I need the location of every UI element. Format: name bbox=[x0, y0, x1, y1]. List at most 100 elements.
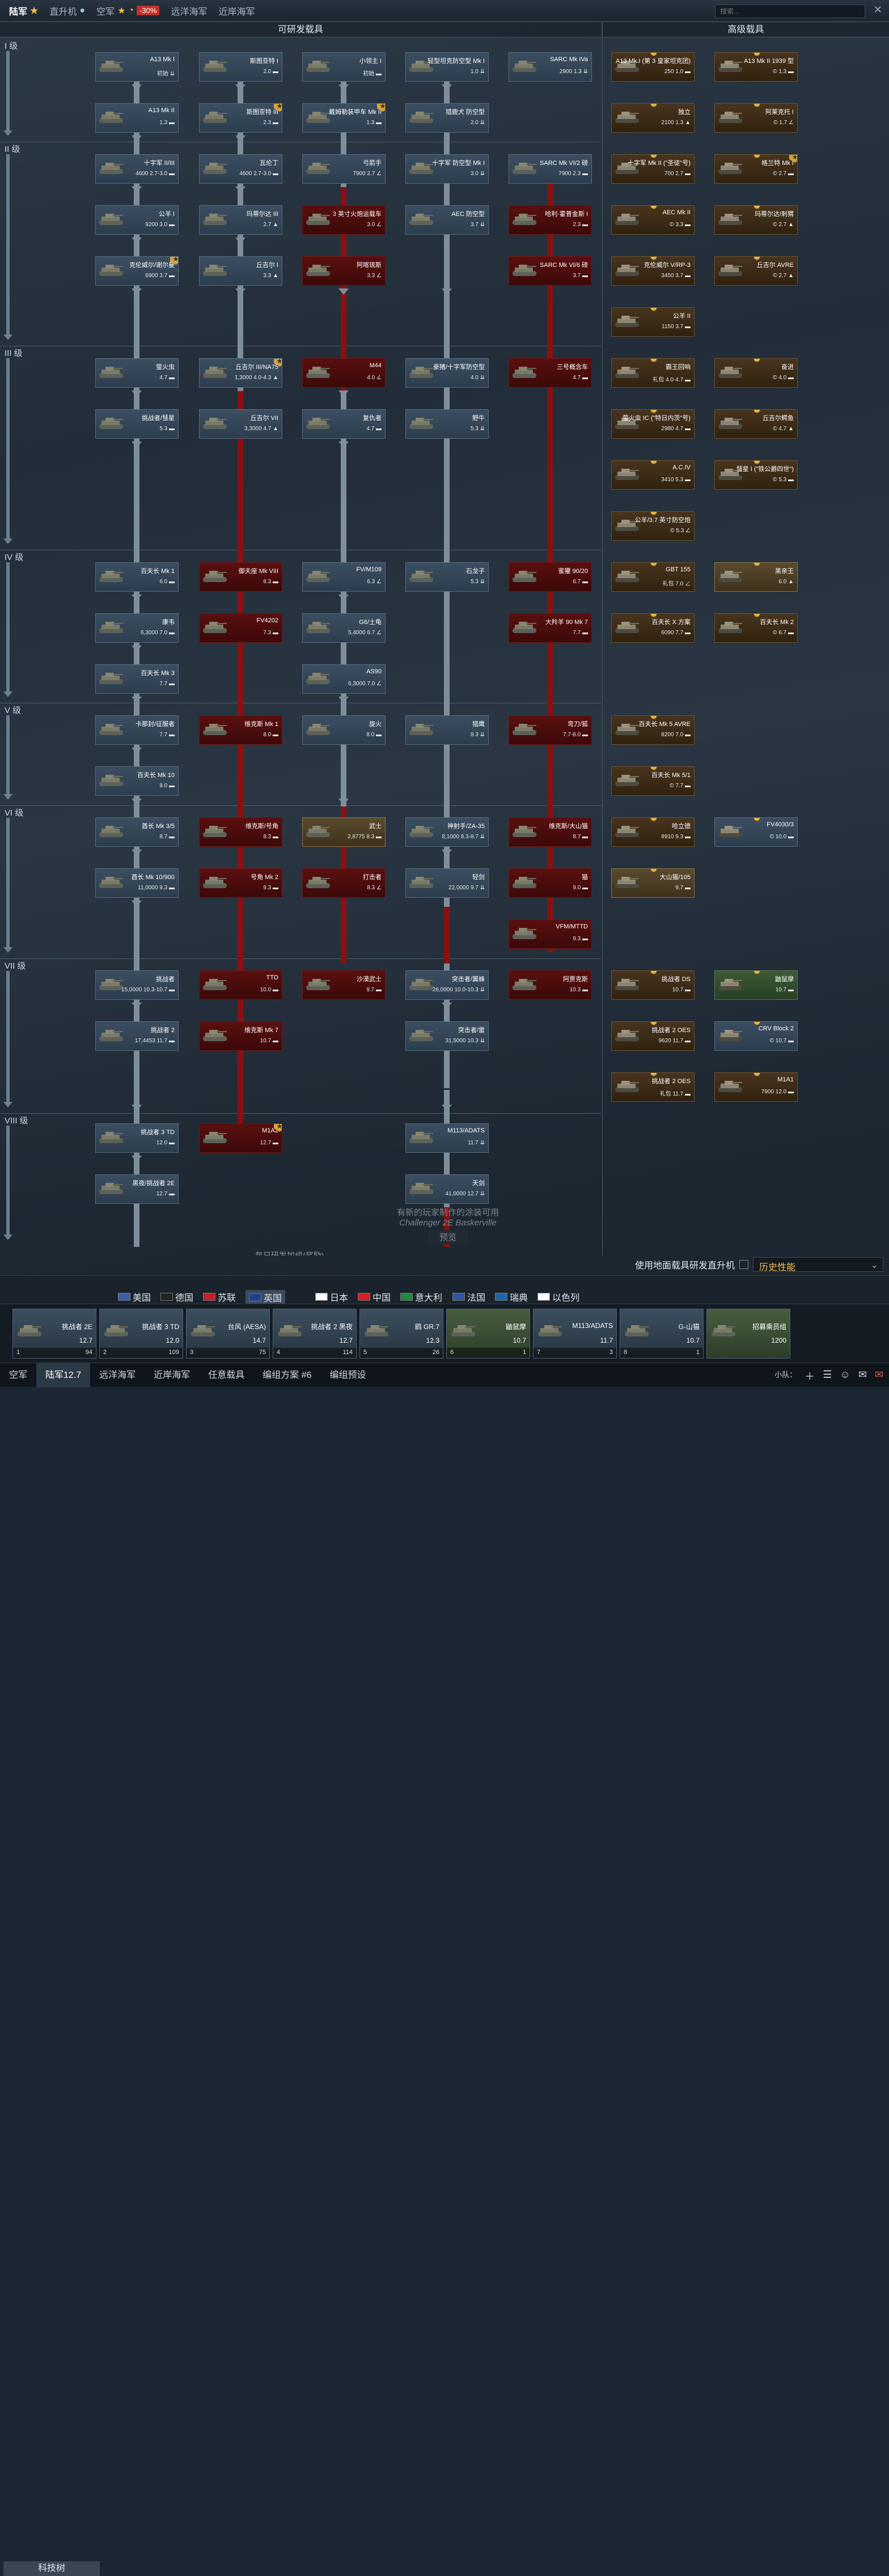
list-icon[interactable]: ☰ bbox=[823, 1369, 832, 1380]
vehicle-card[interactable]: 十字军 Mk II ("圣徒"号)700 2.7 ▬ bbox=[611, 154, 695, 184]
bottom-tab[interactable]: 近岸海军 bbox=[145, 1363, 199, 1387]
vehicle-card[interactable]: 格兰特 Mk I© 2.7 ▬★ bbox=[714, 154, 798, 184]
nation-tab[interactable]: 德国 bbox=[160, 1290, 193, 1304]
nation-tab[interactable]: 以色列 bbox=[537, 1290, 579, 1304]
nation-tab[interactable]: 法国 bbox=[452, 1290, 485, 1304]
techtree-button[interactable]: 科技树 bbox=[3, 2561, 100, 2576]
nation-tab[interactable]: 瑞典 bbox=[495, 1290, 528, 1304]
bottom-tab[interactable]: 编组预设 bbox=[320, 1363, 375, 1387]
vehicle-card[interactable]: 奋进© 4.0 ▬ bbox=[714, 358, 798, 388]
vehicle-card[interactable]: 萤火虫 IC ("特日内茨"号)2980 4.7 ▬ bbox=[611, 409, 695, 439]
vehicle-card[interactable]: 百夫长 Mk 2© 6.7 ▬ bbox=[714, 613, 798, 643]
nation-tab[interactable]: 美国 bbox=[118, 1290, 151, 1304]
preview-button[interactable]: 预览 bbox=[427, 1230, 468, 1244]
performance-dropdown[interactable]: 历史性能⌄ bbox=[753, 1257, 883, 1272]
plus-icon[interactable]: ＋ bbox=[805, 1371, 815, 1382]
helicopter-research-checkbox[interactable] bbox=[739, 1260, 748, 1269]
vehicle-card[interactable]: 玛蒂尔达/刺猬© 2.7 ▲ bbox=[714, 205, 798, 235]
tab-air[interactable]: 空军★◔-30% bbox=[91, 0, 165, 22]
bottom-tab[interactable]: 远洋海军 bbox=[90, 1363, 145, 1387]
vehicle-card[interactable]: 丘吉尔鳄鱼© 4.7 ▲ bbox=[714, 409, 798, 439]
vehicle-card[interactable]: A13 Mk II 1939 型© 1.3 ▬ bbox=[714, 52, 798, 82]
close-icon[interactable]: ✕ bbox=[873, 4, 882, 15]
people-icon[interactable]: ☺ bbox=[840, 1369, 850, 1380]
tab-helicopter[interactable]: 直升机● bbox=[49, 5, 86, 17]
vehicle-card[interactable]: 百夫长 Mk 5/1© 7.7 ▬ bbox=[611, 766, 695, 796]
nation-tab[interactable]: 苏联 bbox=[203, 1290, 236, 1304]
bottom-tab[interactable]: 陆军12.7 bbox=[36, 1363, 91, 1387]
vehicle-card[interactable]: A13 Mk I (第 3 皇家坦克团)250 1.0 ▬ bbox=[611, 52, 695, 82]
vehicle-card[interactable]: CRV Block 2© 10.7 ▬ bbox=[714, 1021, 798, 1051]
tab-coastal[interactable]: 近岸海军 bbox=[218, 7, 255, 17]
vehicle-card[interactable]: 彗星 I ("铁公爵四世")© 5.3 ▬ bbox=[714, 460, 798, 490]
nation-tab[interactable]: 意大利 bbox=[400, 1290, 442, 1304]
